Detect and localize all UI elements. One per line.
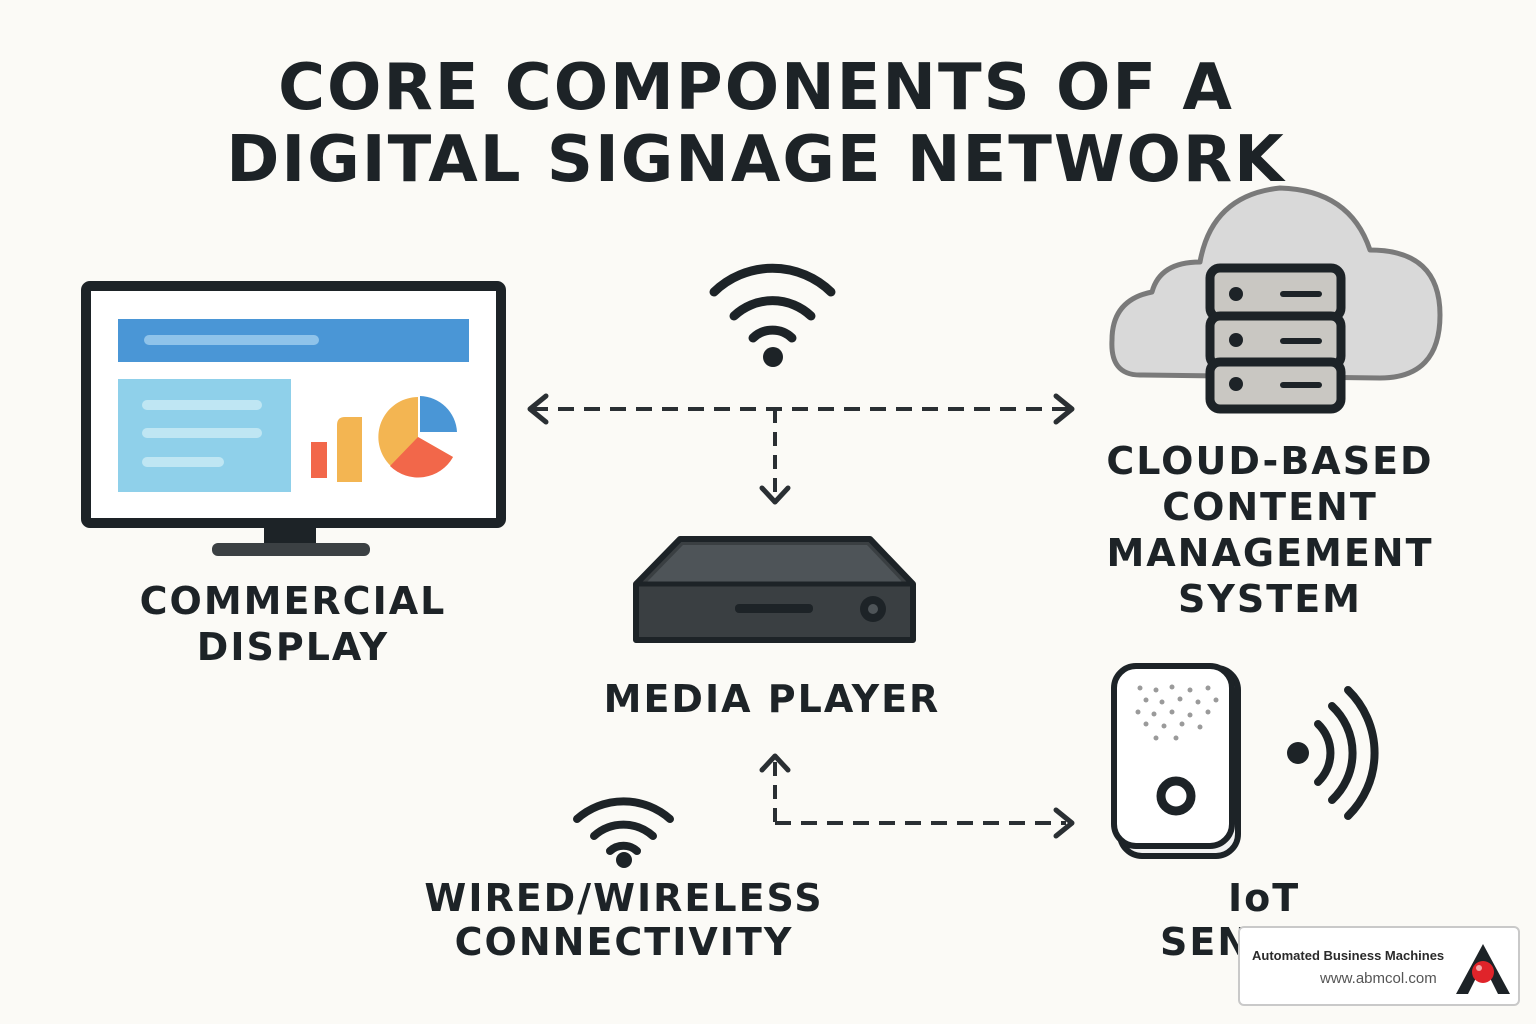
brand-badge[interactable]: Automated Business Machines www.abmcol.c… (1238, 926, 1520, 1006)
monitor-icon (81, 281, 506, 556)
iot-label: IoT SEN (1160, 876, 1360, 964)
sensor-icon (1111, 663, 1241, 859)
brand-name: Automated Business Machines (1252, 948, 1445, 963)
cms-line-2: CONTENT (1162, 485, 1378, 529)
signal-waves-icon (1287, 686, 1379, 820)
connectivity-label: WIRED/WIRELESS CONNECTIVITY (414, 876, 834, 964)
cloud-server-icon (1109, 185, 1443, 414)
wifi-icon (573, 797, 674, 868)
media-player-line-1: MEDIA PLAYER (603, 677, 941, 721)
media-player-label: MEDIA PLAYER (572, 676, 972, 722)
cms-line-4: SYSTEM (1178, 577, 1362, 621)
title-line-1: CORE COMPONENTS OF A (278, 51, 1234, 125)
cms-line-3: MANAGEMENT (1106, 531, 1434, 575)
iot-line-1: IoT (1228, 876, 1301, 920)
connectivity-line-2: CONNECTIVITY (454, 920, 794, 964)
abm-logo-icon (1456, 944, 1510, 994)
page-title: CORE COMPONENTS OF A DIGITAL SIGNAGE NET… (0, 52, 1512, 196)
display-cloud-link (527, 393, 1075, 505)
media-player-icon (633, 536, 916, 643)
cms-label: CLOUD-BASED CONTENT MANAGEMENT SYSTEM (1094, 438, 1446, 622)
connectivity-line-1: WIRED/WIRELESS (424, 876, 824, 920)
cms-line-1: CLOUD-BASED (1106, 439, 1434, 483)
commercial-display-label: COMMERCIAL DISPLAY (100, 578, 486, 670)
brand-url[interactable]: www.abmcol.com (1320, 970, 1437, 987)
player-iot-link (759, 753, 1075, 839)
commercial-display-line-1: COMMERCIAL (139, 579, 447, 623)
title-line-2: DIGITAL SIGNAGE NETWORK (226, 123, 1286, 197)
iot-line-2: SEN (1160, 920, 1252, 964)
wifi-top-icon (709, 263, 836, 367)
commercial-display-line-2: DISPLAY (196, 625, 390, 669)
